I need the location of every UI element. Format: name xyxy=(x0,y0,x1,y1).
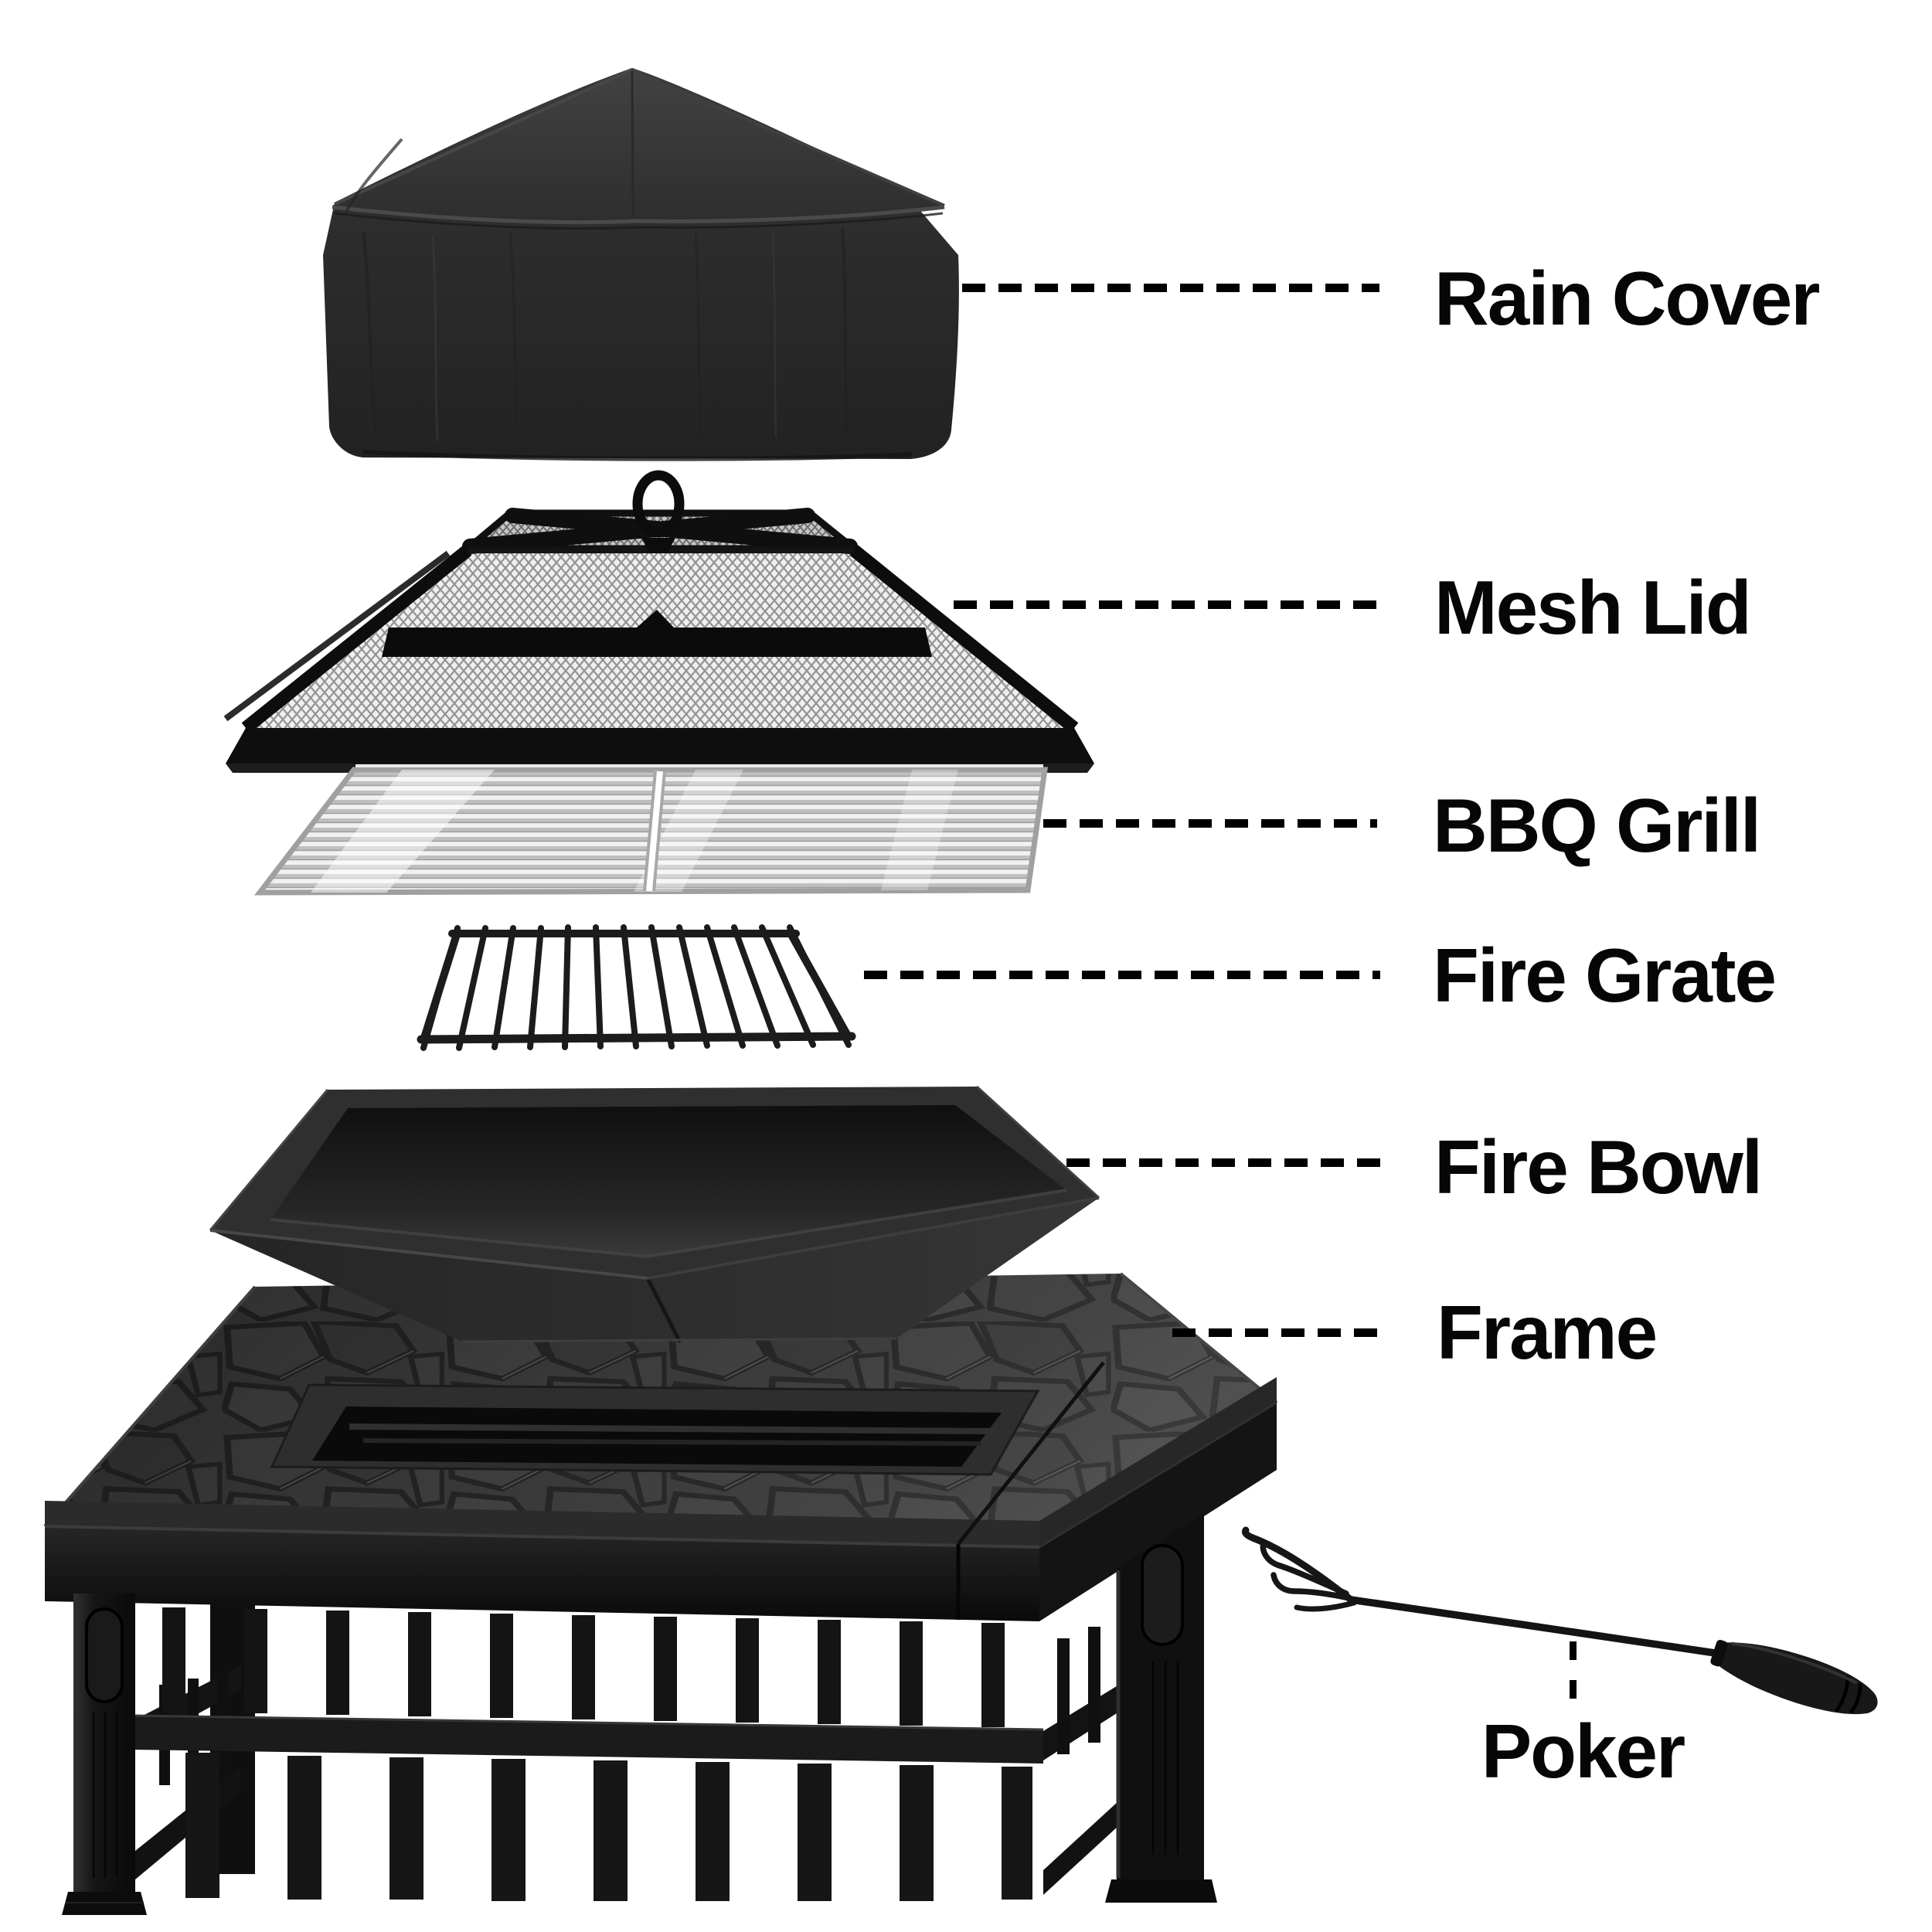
part-label-mesh-lid: Mesh Lid xyxy=(1434,565,1752,650)
poker-illustration xyxy=(1242,1526,1878,1715)
part-label-fire-grate: Fire Grate xyxy=(1433,933,1777,1018)
rain-cover-illustration xyxy=(323,68,959,461)
frame-illustration xyxy=(43,1272,1278,1915)
part-label-bbq-grill: BBQ Grill xyxy=(1433,783,1761,868)
connector-mesh-lid xyxy=(954,600,1385,609)
part-label-poker: Poker xyxy=(1481,1709,1685,1794)
connector-bbq-grill xyxy=(1043,819,1377,828)
connector-frame xyxy=(1172,1328,1385,1337)
connector-fire-bowl xyxy=(1066,1158,1383,1167)
bbq-grill-illustration xyxy=(253,764,1049,896)
fire-grate-illustration xyxy=(417,924,856,1051)
connector-poker xyxy=(1570,1641,1577,1702)
connector-rain-cover xyxy=(962,284,1379,292)
mesh-lid-illustration xyxy=(223,470,1094,773)
fire-bowl-illustration xyxy=(209,1085,1100,1344)
part-label-frame: Frame xyxy=(1437,1290,1658,1375)
connector-fire-grate xyxy=(864,971,1380,979)
part-label-fire-bowl: Fire Bowl xyxy=(1434,1124,1763,1209)
part-label-rain-cover: Rain Cover xyxy=(1434,256,1820,341)
